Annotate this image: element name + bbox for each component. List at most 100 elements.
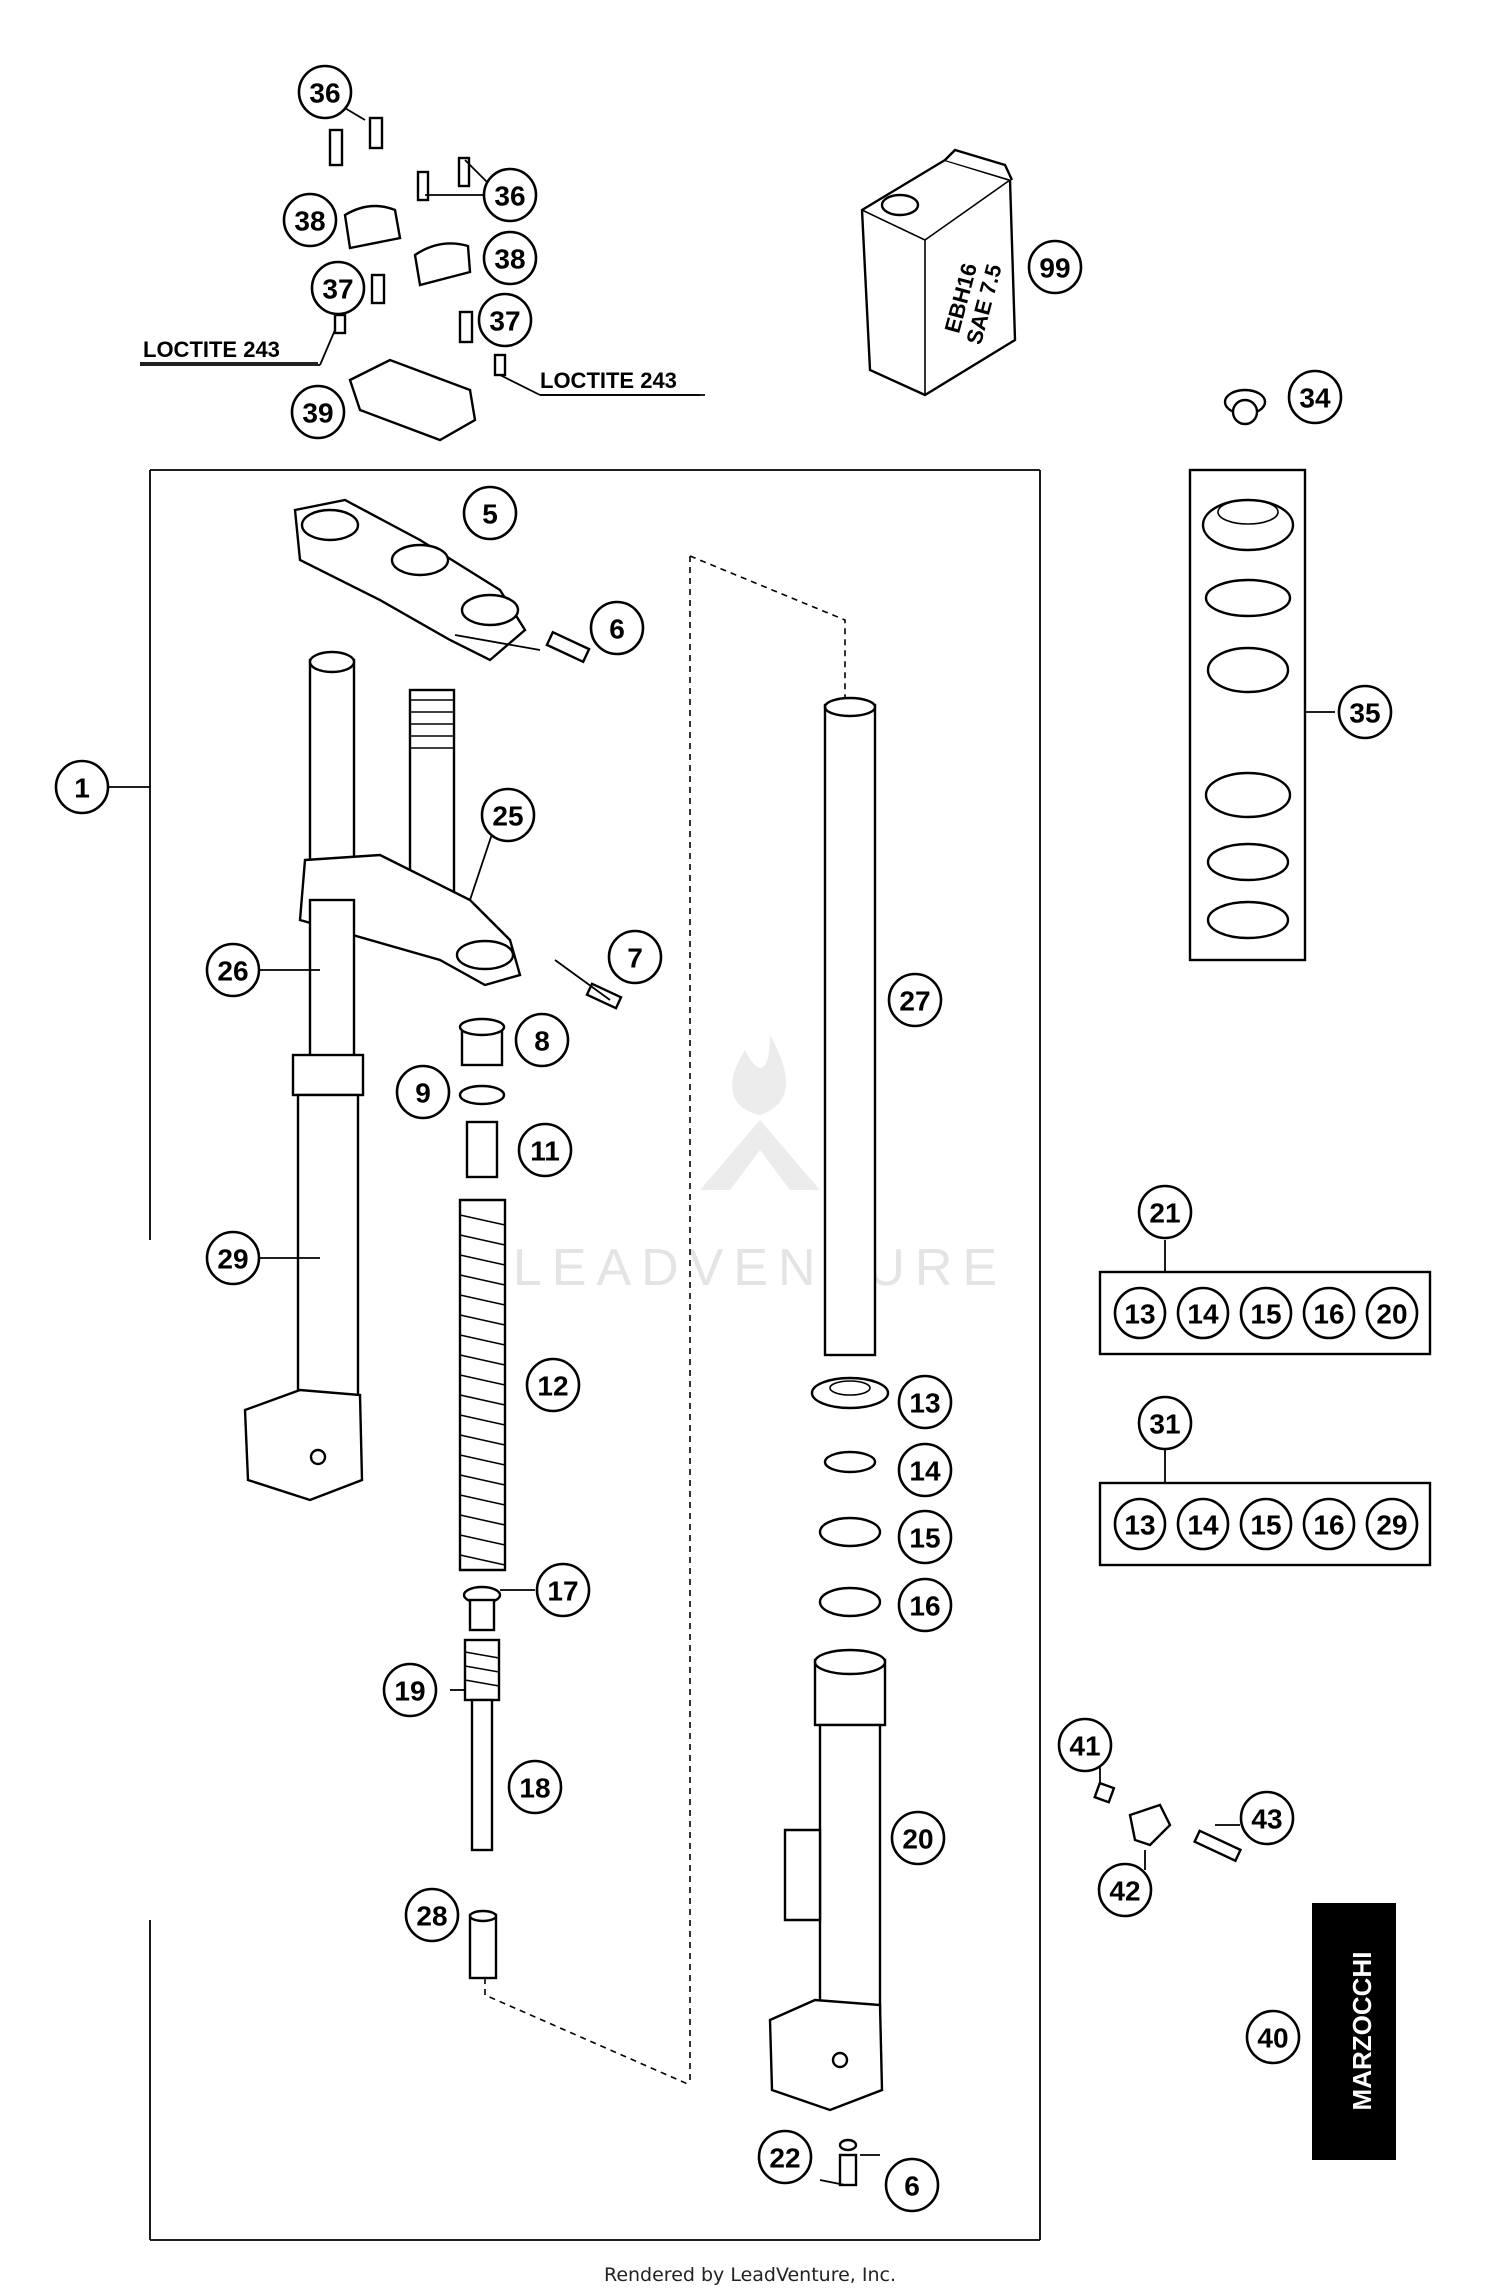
loctite-label-right: LOCTITE 243	[540, 368, 677, 393]
damper-parts	[458, 1017, 507, 1980]
callout-27: 27	[887, 972, 943, 1028]
callout-kit31-0-label: 13	[1124, 1510, 1155, 1541]
callout-99: 99	[1027, 239, 1083, 295]
callout-9-label: 9	[415, 1078, 431, 1109]
callout-1: 1	[54, 759, 110, 815]
callout-34-label: 34	[1299, 383, 1331, 414]
callout-37b: 37	[477, 292, 533, 348]
callout-kit21-4: 20	[1365, 1286, 1419, 1340]
callout-42: 42	[1097, 1862, 1153, 1918]
loctite-labels: LOCTITE 243 LOCTITE 243	[140, 337, 705, 396]
watermark-text: LEADVENTURE	[513, 1239, 1007, 1297]
callout-42-label: 42	[1109, 1876, 1140, 1907]
callout-12: 12	[525, 1357, 581, 1413]
callout-kit31-3: 16	[1302, 1497, 1356, 1551]
callout-kit31-0: 13	[1113, 1497, 1167, 1551]
callout-28: 28	[404, 1887, 460, 1943]
callout-40: 40	[1245, 2009, 1301, 2065]
upper-triple-clamp	[293, 498, 591, 664]
callout-8-label: 8	[534, 1026, 550, 1057]
callout-29-label: 29	[217, 1244, 248, 1275]
callout-37b-label: 37	[489, 306, 520, 337]
callout-6b-label: 6	[904, 2171, 920, 2202]
callout-43-label: 43	[1251, 1804, 1282, 1835]
callout-20: 20	[890, 1810, 946, 1866]
callout-18-label: 18	[519, 1773, 550, 1804]
callout-17-label: 17	[547, 1576, 578, 1607]
callout-1-label: 1	[74, 773, 90, 804]
callout-16: 16	[897, 1577, 953, 1633]
callout-leaders	[255, 634, 880, 2186]
callout-20-label: 20	[902, 1824, 933, 1855]
loctite-label-left: LOCTITE 243	[143, 337, 280, 362]
callout-kit31-2: 15	[1239, 1497, 1293, 1551]
callout-37a: 37	[310, 260, 366, 316]
callout-21: 21	[1137, 1184, 1193, 1240]
callout-29: 29	[205, 1230, 261, 1286]
callout-kit21-3-label: 16	[1313, 1299, 1344, 1330]
callout-36a-label: 36	[309, 78, 340, 109]
callout-27-label: 27	[899, 986, 930, 1017]
callout-36b-label: 36	[494, 181, 525, 212]
handlebar-clamps	[140, 91, 700, 442]
callout-38a-label: 38	[294, 206, 325, 237]
callout-34: 34	[1287, 369, 1343, 425]
callout-kit31-4-label: 29	[1376, 1510, 1407, 1541]
leadventure-watermark: LEADVENTURE	[513, 1035, 1007, 1297]
callout-kit21-0-label: 13	[1124, 1299, 1155, 1330]
callout-36b: 36	[482, 167, 538, 223]
callout-35: 35	[1337, 684, 1393, 740]
callout-19: 19	[382, 1662, 438, 1718]
callout-26-label: 26	[217, 956, 248, 987]
callout-21-label: 21	[1149, 1198, 1180, 1229]
callout-41: 41	[1057, 1717, 1113, 1773]
callout-18: 18	[507, 1759, 563, 1815]
callout-99-label: 99	[1039, 253, 1070, 284]
callout-kit21-1-label: 14	[1187, 1299, 1219, 1330]
callout-14-label: 14	[909, 1456, 941, 1487]
callout-16-label: 16	[909, 1591, 940, 1622]
callout-38a: 38	[282, 192, 338, 248]
rendered-by-footer: Rendered by LeadVenture, Inc.	[603, 2264, 897, 2286]
callout-13-label: 13	[909, 1388, 940, 1419]
callout-14: 14	[897, 1442, 953, 1498]
callout-6a-label: 6	[609, 614, 625, 645]
callout-31-label: 31	[1149, 1409, 1180, 1440]
callout-22: 22	[757, 2129, 813, 2185]
callout-kit21-3: 16	[1302, 1286, 1356, 1340]
callout-39-label: 39	[302, 398, 333, 429]
callout-41-label: 41	[1069, 1731, 1100, 1762]
callout-25-label: 25	[492, 801, 523, 832]
fork-oil-can: EBH16 SAE 7.5	[860, 148, 1017, 397]
callout-39: 39	[290, 384, 346, 440]
callout-43: 43	[1239, 1790, 1295, 1846]
callout-11: 11	[517, 1122, 573, 1178]
callout-kit31-4: 29	[1365, 1497, 1419, 1551]
callout-13: 13	[897, 1374, 953, 1430]
callout-28-label: 28	[416, 1901, 447, 1932]
decal-text: MARZOCCHI	[1347, 1952, 1377, 2111]
assembly-guide-lines	[484, 555, 846, 2086]
callout-kit21-4-label: 20	[1376, 1299, 1407, 1330]
fork-assembly-frame	[100, 469, 1041, 2241]
right-fork-tube	[768, 696, 890, 2187]
callout-38b-label: 38	[494, 244, 525, 275]
callout-kit31-3-label: 16	[1313, 1510, 1344, 1541]
callout-35-label: 35	[1349, 698, 1380, 729]
callout-25: 25	[480, 787, 536, 843]
callout-11-label: 11	[530, 1136, 560, 1167]
callout-7: 7	[607, 929, 663, 985]
kit-31-items: 13 14 15 16 29	[1113, 1497, 1419, 1551]
callout-kit31-1: 14	[1176, 1497, 1230, 1551]
callout-15: 15	[897, 1509, 953, 1565]
callout-kit21-1: 14	[1176, 1286, 1230, 1340]
callout-15-label: 15	[909, 1523, 940, 1554]
callout-kit31-1-label: 14	[1187, 1510, 1219, 1541]
callout-6a: 6	[589, 600, 645, 656]
callout-36a: 36	[297, 64, 353, 120]
callout-kit31-2-label: 15	[1250, 1510, 1281, 1541]
callout-19-label: 19	[394, 1676, 425, 1707]
callout-17: 17	[535, 1562, 591, 1618]
